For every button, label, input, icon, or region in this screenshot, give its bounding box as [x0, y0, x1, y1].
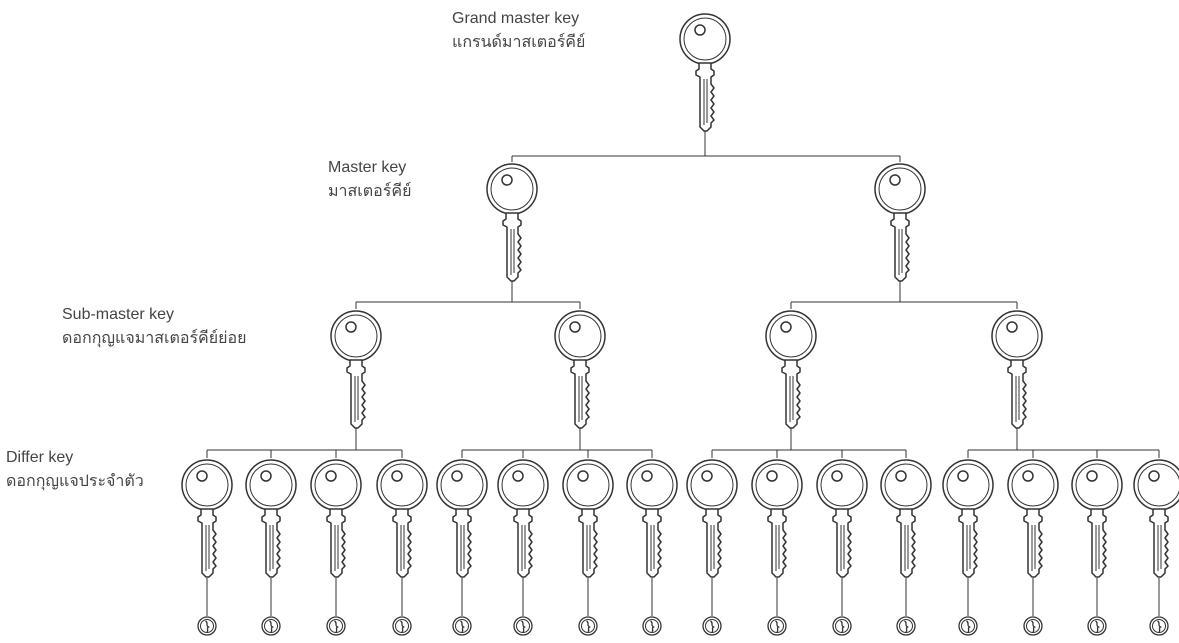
sub-master-key-icon-3 [765, 310, 817, 429]
differ-key-icon-11 [816, 459, 868, 578]
label-grand-master: Grand master key แกรนด์มาสเตอร์คีย์ [452, 7, 585, 55]
label-differ: Differ key ดอกกุญแจประจำตัว [6, 446, 144, 494]
sub-master-key-icon-1 [330, 310, 382, 429]
label-sub-master: Sub-master key ดอกกุญแจมาสเตอร์คีย์ย่อย [62, 303, 247, 351]
label-master-en: Master key [328, 159, 407, 176]
grand-master-key-icon [679, 13, 731, 132]
differ-key-icon-5 [436, 459, 488, 578]
differ-key-icon-3 [310, 459, 362, 578]
lock-cylinder-icon-6 [513, 616, 533, 636]
lock-cylinder-icon-7 [578, 616, 598, 636]
master-key-icon-2 [874, 163, 926, 282]
differ-key-icon-6 [497, 459, 549, 578]
lock-cylinder-icon-15 [1087, 616, 1107, 636]
differ-key-icon-9 [686, 459, 738, 578]
differ-key-icon-13 [942, 459, 994, 578]
label-differ-en: Differ key [6, 449, 74, 466]
lock-cylinder-icon-11 [832, 616, 852, 636]
differ-key-icon-16 [1133, 459, 1179, 578]
differ-key-icon-2 [245, 459, 297, 578]
lock-cylinder-icon-4 [392, 616, 412, 636]
lock-cylinder-icon-8 [642, 616, 662, 636]
differ-key-icon-1 [181, 459, 233, 578]
lock-cylinder-icon-14 [1023, 616, 1043, 636]
label-master: Master key มาสเตอร์คีย์ [328, 156, 411, 204]
lock-cylinder-icon-3 [326, 616, 346, 636]
label-sub-master-th: ดอกกุญแจมาสเตอร์คีย์ย่อย [62, 330, 247, 347]
label-differ-th: ดอกกุญแจประจำตัว [6, 473, 144, 490]
lock-cylinder-icon-9 [702, 616, 722, 636]
differ-key-icon-15 [1071, 459, 1123, 578]
label-grand-master-th: แกรนด์มาสเตอร์คีย์ [452, 34, 586, 51]
differ-key-icon-10 [751, 459, 803, 578]
lock-cylinder-icon-2 [261, 616, 281, 636]
lock-cylinder-icon-12 [896, 616, 916, 636]
lock-cylinder-icon-13 [958, 616, 978, 636]
master-key-icon-1 [486, 163, 538, 282]
differ-key-icon-4 [376, 459, 428, 578]
lock-cylinder-icon-16 [1149, 616, 1169, 636]
lock-cylinder-icon-5 [452, 616, 472, 636]
lock-cylinder-icon-1 [197, 616, 217, 636]
label-sub-master-en: Sub-master key [62, 306, 175, 323]
differ-key-icon-8 [626, 459, 678, 578]
differ-key-icon-12 [880, 459, 932, 578]
differ-key-icon-7 [562, 459, 614, 578]
sub-master-key-icon-2 [554, 310, 606, 429]
label-grand-master-en: Grand master key [452, 10, 580, 27]
differ-key-icon-14 [1007, 459, 1059, 578]
sub-master-key-icon-4 [991, 310, 1043, 429]
lock-cylinder-icon-10 [767, 616, 787, 636]
label-master-th: มาสเตอร์คีย์ [328, 183, 412, 200]
